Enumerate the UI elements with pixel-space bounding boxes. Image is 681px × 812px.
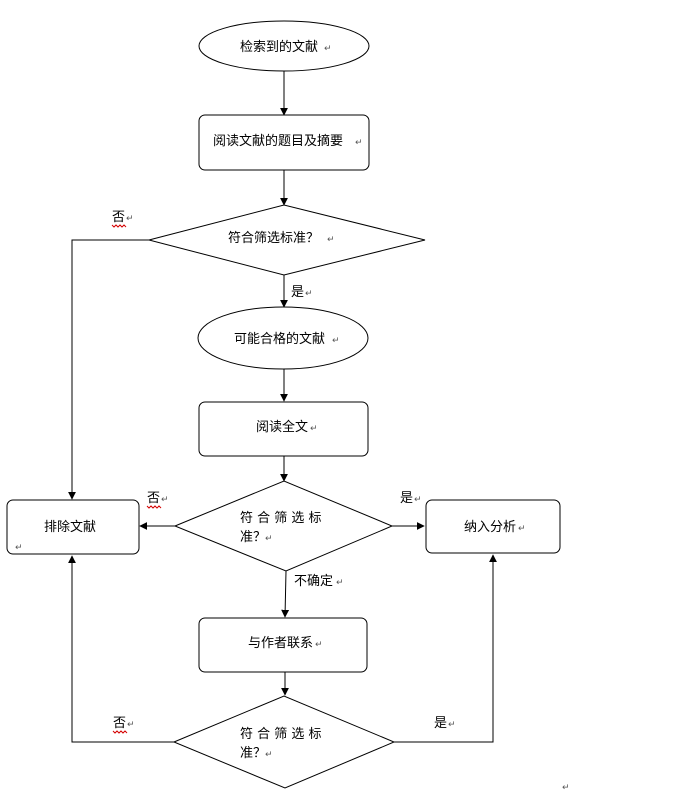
paragraph-mark: ↵: [332, 336, 340, 346]
edge-decision1-no-to-exclude: [68, 239, 149, 500]
paragraph-mark: ↵: [127, 720, 135, 730]
paragraph-mark: ↵: [265, 534, 273, 544]
node-start-label: 检索到的文献: [240, 39, 318, 55]
edge-label-d1-yes-text: 是: [291, 285, 304, 300]
node-possible: 可能合格的文献 ↵: [197, 306, 369, 370]
paragraph-mark: ↵: [15, 543, 23, 553]
paragraph-mark: ↵: [305, 289, 313, 299]
edge-label-d1-no-text: 否: [112, 210, 125, 225]
edge-label-d3-yes-text: 是: [434, 716, 447, 731]
node-read-full: 阅读全文 ↵: [198, 401, 369, 457]
paragraph-mark: ↵: [161, 495, 169, 505]
node-possible-label: 可能合格的文献: [234, 331, 325, 347]
node-include: 纳入分析 ↵: [425, 499, 561, 554]
paragraph-mark: ↵: [448, 720, 456, 730]
node-include-label: 纳入分析: [464, 520, 516, 535]
paragraph-mark: ↵: [336, 578, 344, 588]
paragraph-mark: ↵: [126, 214, 134, 224]
edge-label-d2-no: 否 ↵: [146, 491, 169, 509]
node-decision2: 符 合 筛 选 标 准？ ↵: [173, 480, 394, 572]
node-read-titles-label: 阅读文献的题目及摘要: [213, 133, 343, 149]
node-decision3-label-line1: 符 合 筛 选 标: [240, 726, 322, 742]
node-decision2-label-line2: 准？: [240, 530, 266, 545]
node-decision3: 符 合 筛 选 标 准？ ↵: [172, 695, 396, 789]
node-decision3-label-line2: 准？: [240, 746, 266, 761]
paragraph-mark: ↵: [327, 235, 335, 245]
edge-decision3-yes-to-include: [394, 554, 497, 743]
node-start: 检索到的文献 ↵: [198, 20, 370, 72]
node-exclude-label: 排除文献: [44, 520, 96, 535]
node-contact-label: 与作者联系: [248, 636, 313, 651]
node-read-full-label: 阅读全文: [256, 419, 308, 435]
edge-label-d2-unsure: 不确定 ↵: [294, 574, 344, 589]
node-decision1: 符合筛选标准？ ↵: [147, 204, 426, 276]
paragraph-mark: ↵: [562, 783, 570, 793]
edge-label-d2-unsure-text: 不确定: [294, 574, 333, 589]
node-read-titles: 阅读文献的题目及摘要 ↵: [198, 114, 370, 171]
node-decision2-label-line1: 符 合 筛 选 标: [240, 510, 322, 526]
paragraph-mark: ↵: [315, 640, 323, 650]
edge-decision3-no-to-exclude: [68, 555, 174, 743]
edge-label-d2-no-text: 否: [147, 491, 160, 506]
edge-label-d3-no: 否 ↵: [112, 716, 135, 734]
paragraph-mark: ↵: [518, 524, 526, 534]
paragraph-mark: ↵: [265, 750, 273, 760]
paragraph-mark: ↵: [324, 44, 332, 54]
paragraph-mark: ↵: [355, 138, 363, 148]
edge-decision2-unsure-to-contact: [281, 570, 290, 618]
edge-label-d2-yes: 是 ↵: [400, 491, 422, 506]
edge-label-d3-no-text: 否: [113, 716, 126, 731]
paragraph-mark: ↵: [310, 424, 318, 434]
edge-label-d1-yes: 是 ↵: [291, 285, 313, 300]
edge-label-d3-yes: 是 ↵: [434, 716, 456, 731]
node-decision1-label: 符合筛选标准？: [228, 230, 319, 246]
edge-label-d2-yes-text: 是: [400, 491, 413, 506]
paragraph-mark: ↵: [414, 495, 422, 505]
edge-label-d1-no: 否 ↵: [111, 210, 134, 228]
node-contact: 与作者联系 ↵: [198, 617, 368, 673]
node-exclude: 排除文献 ↵: [6, 499, 140, 555]
